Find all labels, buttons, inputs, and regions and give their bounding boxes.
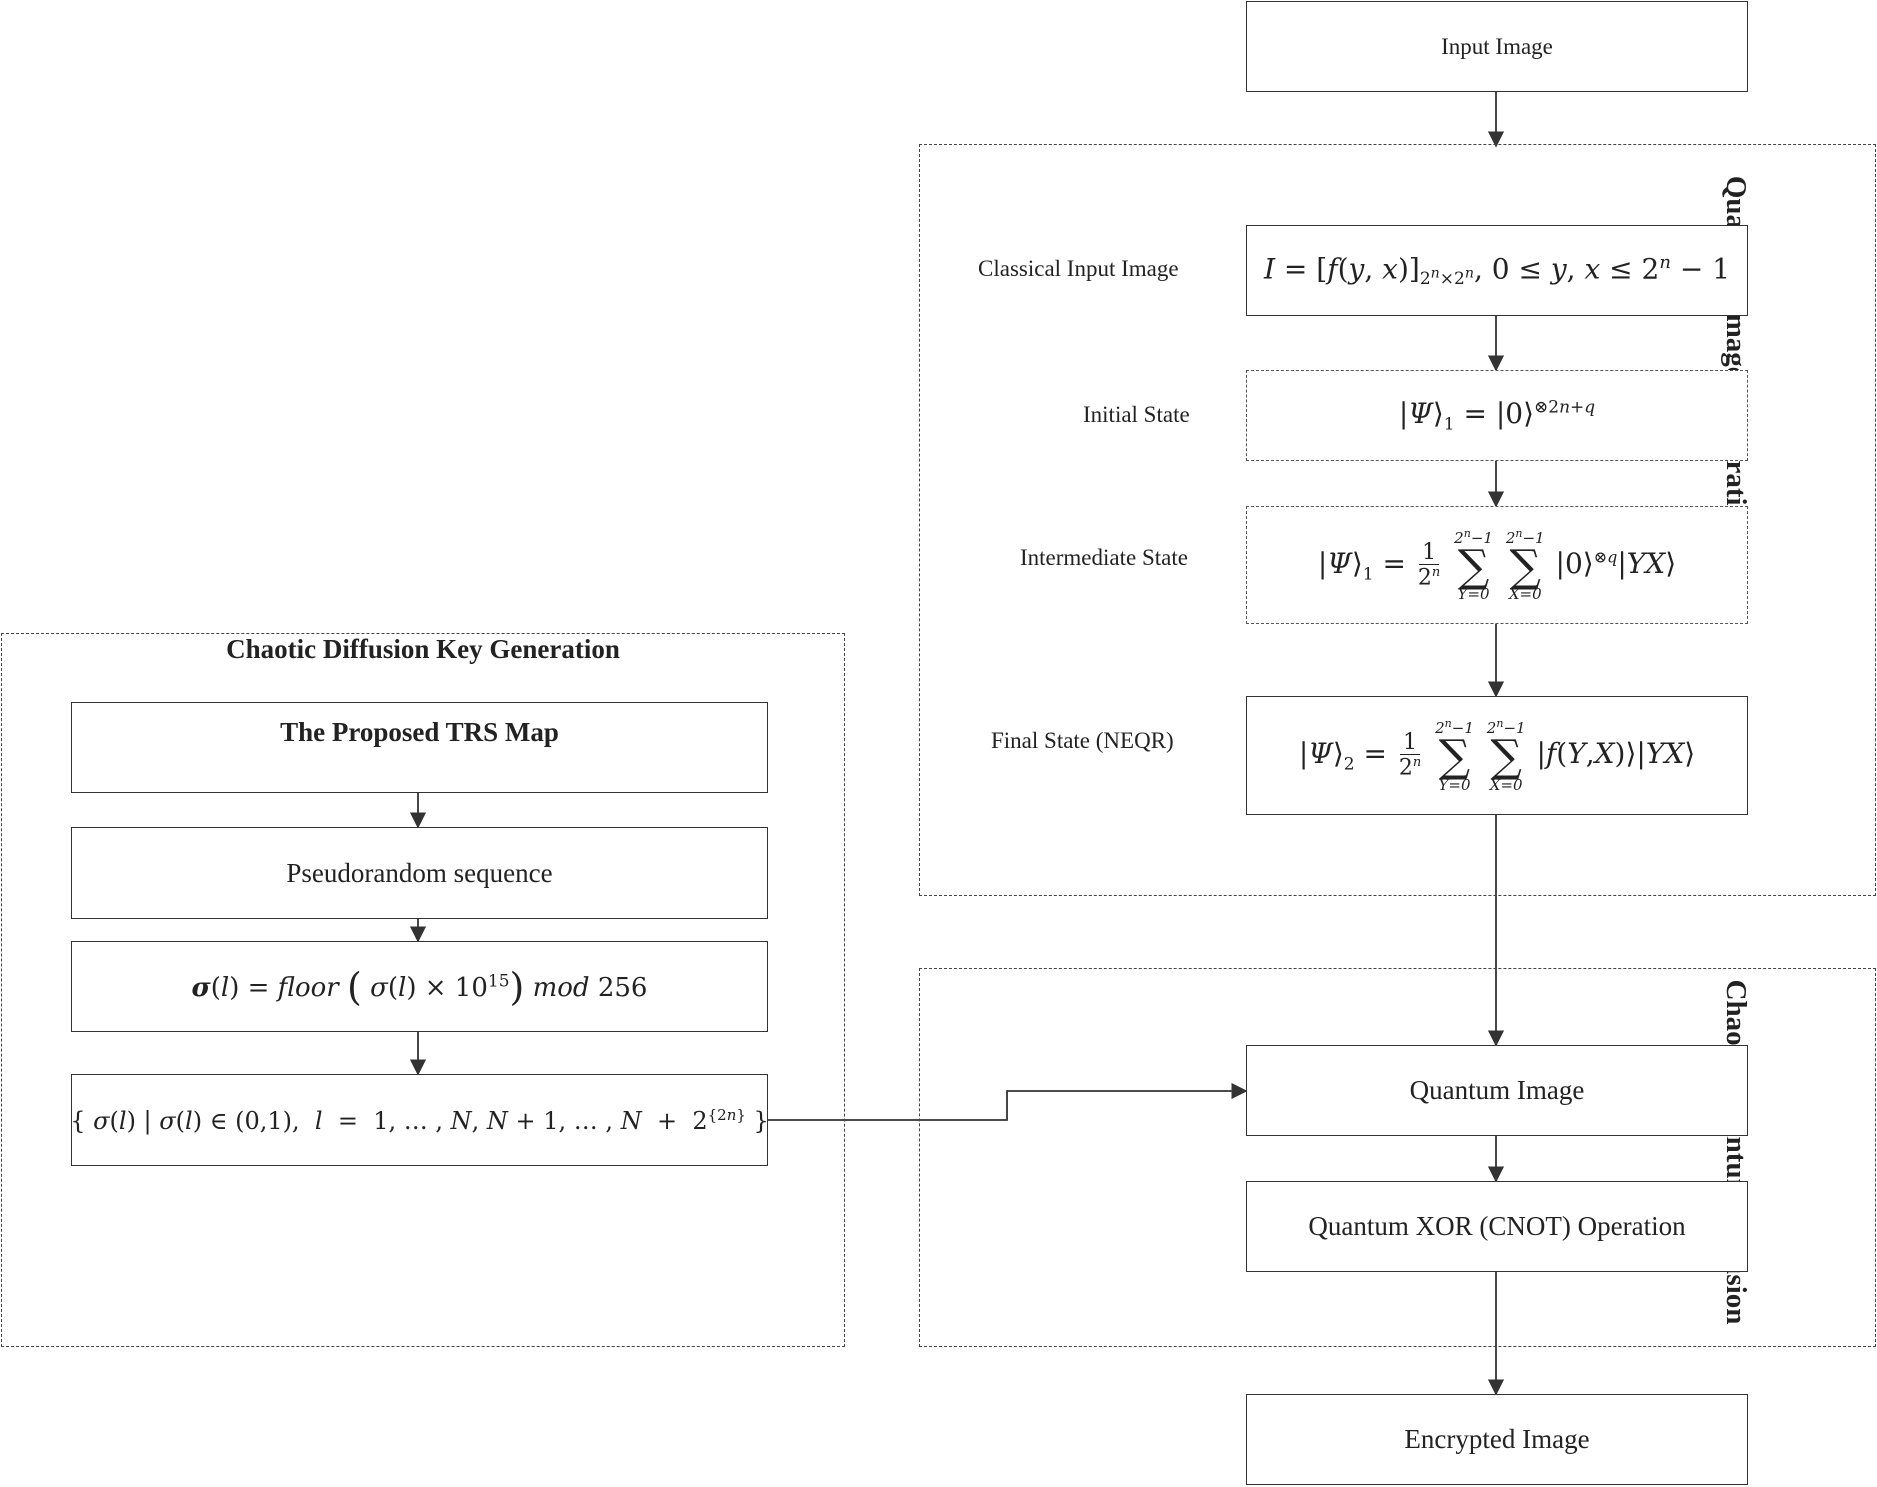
region-chaotic-key-generation [1, 633, 845, 1347]
sigma-formula-box: σ(l) = floor ( σ(l) × 1015) mod 256 [71, 941, 768, 1032]
label-final-state: Final State (NEQR) [991, 728, 1174, 753]
xor-operation-box: Quantum XOR (CNOT) Operation [1246, 1181, 1748, 1272]
initial-formula: |Ψ⟩1 = |0⟩⊗2n+q [1398, 396, 1596, 435]
input-image-label: Input Image [1441, 33, 1553, 59]
trs-map-label: The Proposed TRS Map [280, 717, 559, 747]
input-image-box: Input Image [1246, 1, 1748, 92]
xor-operation-label: Quantum XOR (CNOT) Operation [1308, 1211, 1686, 1241]
pseudorandom-label: Pseudorandom sequence [286, 857, 553, 888]
region-title-chaotic-quantum-diffusion: Chaotic Quantum Diffusion [1720, 979, 1752, 1325]
sigma-formula: σ(l) = floor ( σ(l) × 1015) mod 256 [191, 964, 648, 1009]
arrow-key-to-quantum-image [768, 1082, 1248, 1121]
region-title-quantum-image-preparation: Quantum Image Preparation [1720, 175, 1752, 537]
region-title-chaotic-key-generation: Chaotic Diffusion Key Generation [226, 634, 620, 664]
pseudorandom-box: Pseudorandom sequence [71, 827, 768, 919]
trs-map-box: The Proposed TRS Map [71, 702, 768, 793]
region-chaotic-quantum-diffusion [919, 968, 1876, 1347]
initial-state-box: |Ψ⟩1 = |0⟩⊗2n+q [1246, 370, 1748, 461]
region-quantum-image-preparation [919, 144, 1876, 896]
encrypted-image-label: Encrypted Image [1404, 1424, 1590, 1454]
label-initial-state: Initial State [1083, 402, 1190, 427]
classical-formula-box: I = [f(y, x)]2n×2n, 0 ≤ y, x ≤ 2n − 1 [1246, 225, 1748, 316]
label-classical-input-image: Classical Input Image [978, 256, 1179, 281]
quantum-image-label: Quantum Image [1409, 1075, 1585, 1105]
encrypted-image-box: Encrypted Image [1246, 1394, 1748, 1485]
label-intermediate-state: Intermediate State [1020, 545, 1188, 570]
quantum-image-box: Quantum Image [1246, 1045, 1748, 1136]
sigma-set-box: { σ(l) | σ(l) ∈ (0,1), l = 1, … , N, N +… [70, 1074, 769, 1166]
classical-formula: I = [f(y, x)]2n×2n, 0 ≤ y, x ≤ 2n − 1 [1263, 251, 1731, 290]
sigma-set: { σ(l) | σ(l) ∈ (0,1), l = 1, … , N, N +… [70, 1105, 769, 1135]
